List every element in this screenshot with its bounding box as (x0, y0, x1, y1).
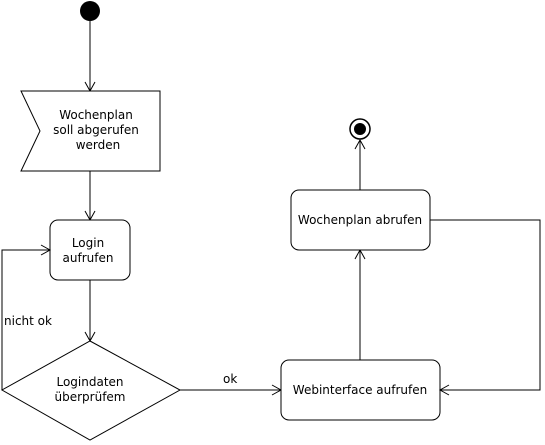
abrufen-label: Wochenplan abrufen (298, 213, 422, 227)
check-decision-node: Logindaten überprüfem (0, 340, 182, 441)
ok-label: ok (223, 372, 237, 386)
edge-nicht-ok: nicht ok (1, 244, 52, 390)
trigger-line-2: soll abgerufen (53, 123, 139, 137)
trigger-line-3: werden (76, 138, 121, 152)
trigger-event-node: Wochenplan soll abgerufen werden (20, 90, 161, 172)
trigger-line-1: Wochenplan (59, 108, 133, 122)
login-action-node: Login aufrufen (49, 219, 131, 281)
check-line-1: Logindaten (56, 375, 123, 389)
check-line-2: überprüfem (55, 390, 126, 404)
login-line-2: aufrufen (63, 251, 114, 265)
login-line-1: Login (72, 236, 104, 250)
edge-start-to-trigger (84, 21, 96, 93)
edge-webinterface-to-abrufen (354, 248, 366, 360)
webinterface-label: Webinterface aufrufen (293, 383, 427, 397)
nicht-ok-label: nicht ok (4, 314, 52, 328)
webinterface-action-node: Webinterface aufrufen (280, 359, 441, 421)
end-node (349, 118, 371, 140)
edge-trigger-to-login (84, 171, 96, 222)
start-node (80, 1, 100, 21)
edge-abrufen-to-webinterface (430, 219, 541, 396)
edge-login-to-check (84, 280, 96, 343)
edge-ok: ok (180, 372, 283, 396)
edge-abrufen-to-end (354, 138, 366, 190)
abrufen-action-node: Wochenplan abrufen (290, 189, 431, 251)
